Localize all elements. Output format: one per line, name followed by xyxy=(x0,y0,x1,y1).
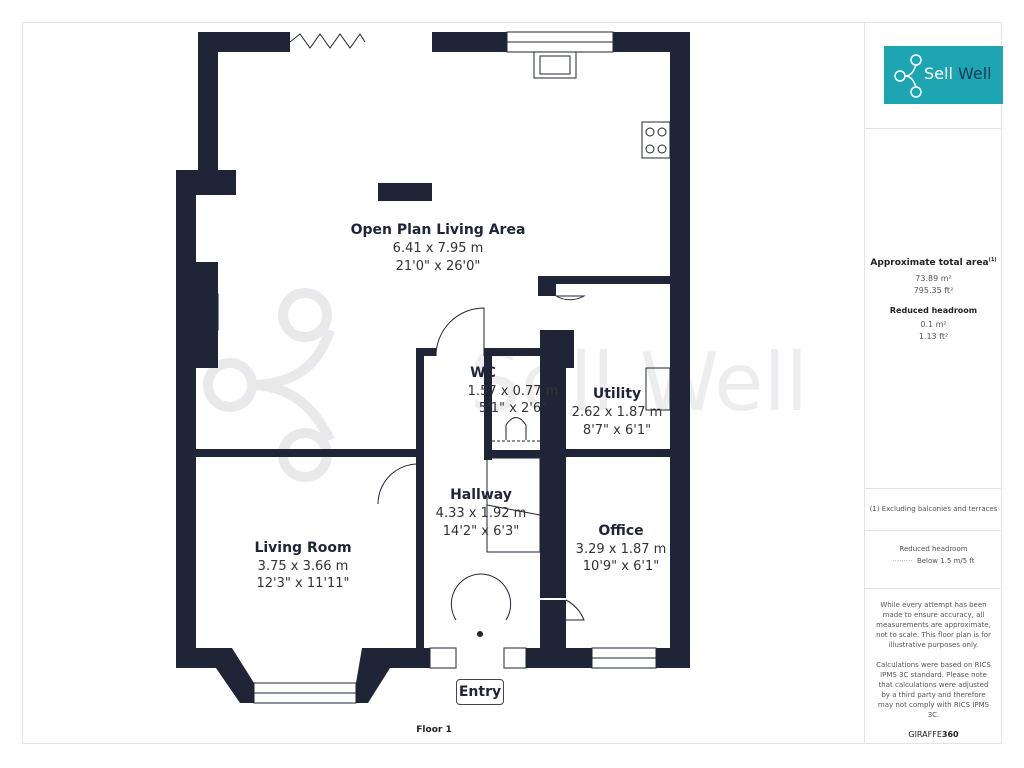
room-imperial: 5'1" x 2'6" xyxy=(479,401,547,416)
room-wc: WC 1.57 x 0.77 m 5'1" x 2'6" xyxy=(468,365,559,416)
room-imperial: 14'2" x 6'3" xyxy=(443,524,519,539)
disclaimer: While every attempt has been made to ens… xyxy=(865,600,1002,740)
reduced-headroom-title: Reduced headroom xyxy=(889,306,978,315)
reduced-headroom-m2: 0.1 m² xyxy=(920,320,947,329)
panel-divider xyxy=(865,588,1002,589)
disclaimer-accuracy: While every attempt has been made to ens… xyxy=(876,601,991,649)
area-summary: Approximate total area(1) 73.89 m² 795.3… xyxy=(865,254,1002,343)
panel-divider xyxy=(865,530,1002,531)
page-frame xyxy=(22,22,1002,744)
room-metric: 2.62 x 1.87 m xyxy=(572,405,663,420)
room-name: Hallway xyxy=(450,487,512,503)
brand-logo-icon xyxy=(894,54,922,98)
dotted-line-icon: ········· xyxy=(892,557,913,565)
footnote: (1) Excluding balconies and terraces xyxy=(869,505,998,513)
room-metric: 3.75 x 3.66 m xyxy=(258,559,349,574)
entry-marker xyxy=(477,631,483,637)
fixtures xyxy=(195,51,671,621)
entry-label: Entry xyxy=(456,679,504,705)
room-imperial: 10'9" x 6'1" xyxy=(583,559,659,574)
room-metric: 1.57 x 0.77 m xyxy=(468,384,559,399)
room-office: Office 3.29 x 1.87 m 10'9" x 6'1" xyxy=(576,523,667,574)
room-name: WC xyxy=(470,365,496,381)
total-area-ft2: 795.35 ft² xyxy=(913,286,954,295)
disclaimer-calculations: Calculations were based on RICS IPMS 3C … xyxy=(876,661,991,719)
panel-divider xyxy=(865,128,1002,129)
room-metric: 4.33 x 1.92 m xyxy=(436,506,527,521)
bay-window xyxy=(216,648,390,703)
room-metric: 6.41 x 7.95 m xyxy=(393,241,484,256)
room-name: Utility xyxy=(593,386,641,402)
walls xyxy=(176,32,690,668)
panel-divider xyxy=(865,488,1002,489)
credit-part: 360 xyxy=(941,730,959,739)
room-imperial: 12'3" x 11'11" xyxy=(257,576,350,591)
brand-name-part: Well xyxy=(957,64,992,83)
total-area-m2: 73.89 m² xyxy=(915,274,952,283)
room-open-plan-living-area: Open Plan Living Area 6.41 x 7.95 m 21'0… xyxy=(351,222,526,274)
room-name: Living Room xyxy=(254,540,351,556)
floor-plan: Sell Well xyxy=(176,31,808,704)
room-living-room: Living Room 3.75 x 3.66 m 12'3" x 11'11" xyxy=(254,540,351,591)
legend-text: Below 1.5 m/5 ft xyxy=(916,557,975,565)
room-metric: 3.29 x 1.87 m xyxy=(576,542,667,557)
floor-label: Floor 1 xyxy=(416,725,452,735)
credit: GIRAFFE360 xyxy=(875,730,992,740)
room-imperial: 21'0" x 26'0" xyxy=(396,259,481,274)
legend: Reduced headroom ········· Below 1.5 m/5… xyxy=(865,543,1002,567)
brand-name-part: Sell xyxy=(924,64,958,83)
total-area-title: Approximate total area xyxy=(870,258,989,268)
legend-title: Reduced headroom xyxy=(899,545,968,553)
windows xyxy=(253,31,657,704)
brand-logo: Sell Well xyxy=(884,46,1003,104)
room-hallway: Hallway 4.33 x 1.92 m 14'2" x 6'3" xyxy=(436,487,527,539)
footnote-ref: (1) xyxy=(988,257,997,263)
room-utility: Utility 2.62 x 1.87 m 8'7" x 6'1" xyxy=(572,386,663,438)
room-imperial: 8'7" x 6'1" xyxy=(583,423,651,438)
credit-part: GIRAFFE xyxy=(908,730,942,739)
brand-name: Sell Well xyxy=(924,64,992,83)
room-name: Office xyxy=(598,523,643,539)
panel-divider xyxy=(864,22,865,744)
room-name: Open Plan Living Area xyxy=(351,222,526,238)
reduced-headroom-ft2: 1.13 ft² xyxy=(918,332,949,341)
